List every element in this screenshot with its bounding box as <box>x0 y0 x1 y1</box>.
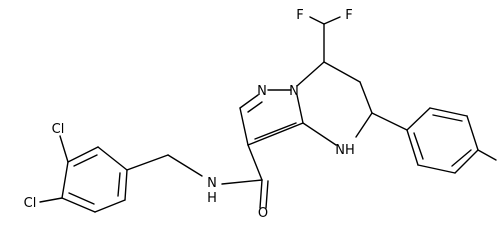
bond-c5-tolyl <box>371 112 408 131</box>
bond-tol-2-double <box>432 114 463 122</box>
bond-c-f-left <box>309 16 325 25</box>
bond-dcp-2 <box>67 146 99 163</box>
atom-cl-bottom: Cl <box>24 196 37 211</box>
bond-tol-6 <box>406 129 419 166</box>
structure-diagram: F F N N NH N H O Cl Cl <box>24 8 497 221</box>
bond-dcp-1 <box>97 146 128 171</box>
atom-f-left: F <box>296 8 303 23</box>
bond-c7-n1 <box>296 61 325 87</box>
bond-carbonyl-n <box>221 179 263 185</box>
bond-n-ch2 <box>167 154 203 177</box>
bond-c7-c6 <box>323 61 361 83</box>
atom-o-carbonyl: O <box>258 206 268 221</box>
bond-c3-carbonyl <box>247 144 263 181</box>
bond-n2-c2-double <box>247 101 263 113</box>
bond-c3-c3a-double <box>254 122 297 140</box>
bond-c3-c3a <box>247 122 304 146</box>
atom-f-right: F <box>345 8 352 23</box>
bond-dcp-4-double <box>68 192 95 205</box>
atom-cl-top: Cl <box>52 122 65 137</box>
atom-h-amide: H <box>207 191 217 206</box>
bond-dcp-3 <box>61 161 69 199</box>
bond-tol-4-double <box>451 149 472 167</box>
atom-labels: F F N N NH N H O Cl Cl <box>24 8 355 221</box>
atom-n2: N <box>257 84 267 99</box>
bond-tol-6-double <box>413 132 424 160</box>
bond-c3a-n1 <box>296 94 304 124</box>
atom-nh-ring: NH <box>335 143 355 158</box>
bond-carbonyl-o <box>259 179 263 209</box>
bond-dcp-4 <box>61 197 96 213</box>
bond-c6-c5 <box>359 81 373 114</box>
bond-tol-4 <box>454 149 479 174</box>
atom-n1: N <box>289 84 299 99</box>
bond-c3-cl-top <box>59 135 69 163</box>
bond-c-f-right <box>323 16 341 25</box>
bond-c2-c3 <box>239 107 249 146</box>
bonds <box>39 16 497 213</box>
bond-carbonyl-o-double <box>265 180 269 209</box>
bond-c4-cl-bottom <box>39 197 63 203</box>
bond-dcp-6 <box>124 169 128 201</box>
bond-tol-2 <box>429 107 468 117</box>
bond-dcp-5 <box>94 199 126 213</box>
atom-n-amide: N <box>207 176 217 191</box>
bond-ch2-ring <box>126 154 169 171</box>
bond-dcp-6-double <box>117 172 121 197</box>
bond-n2-c2 <box>239 94 259 109</box>
bond-dcp-2-double <box>73 154 98 167</box>
bond-tol-5 <box>417 164 456 174</box>
bond-tol-methyl <box>477 149 497 161</box>
bond-c5-nh <box>355 112 373 138</box>
bond-tol-3 <box>466 115 479 151</box>
bond-tol-1 <box>406 107 431 131</box>
bond-nh-c3a <box>302 122 337 146</box>
